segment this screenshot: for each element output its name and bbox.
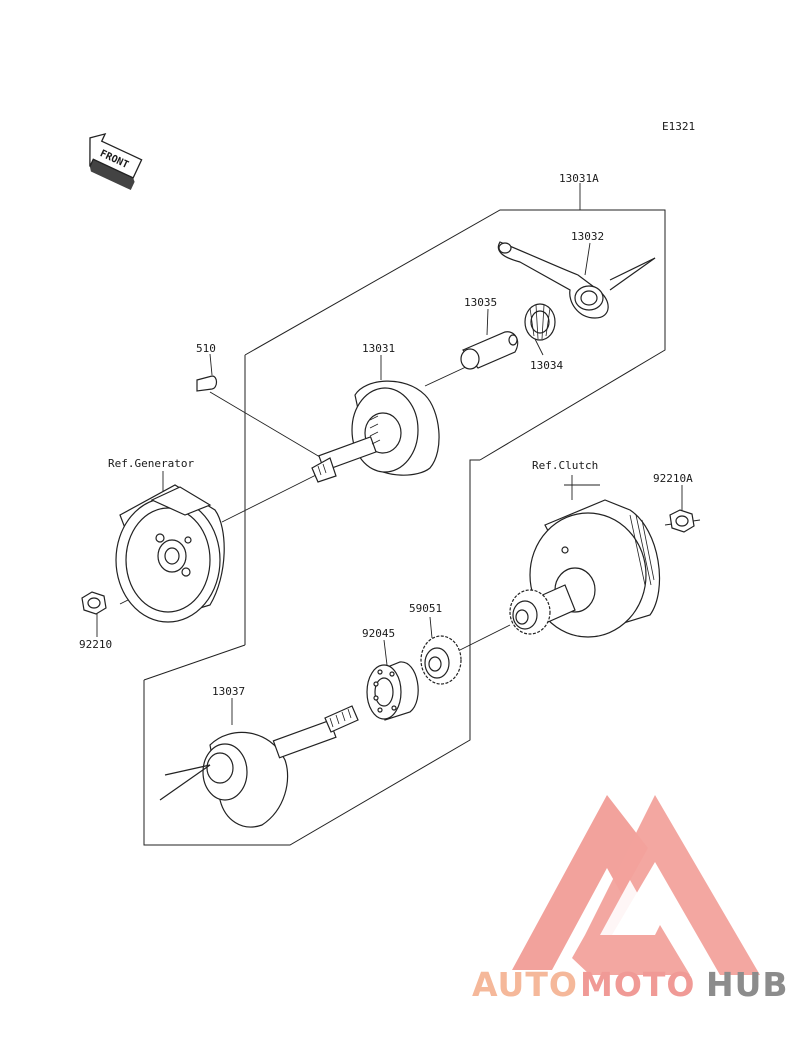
clutch-assembly: [519, 499, 661, 638]
label-13035: 13035: [464, 296, 497, 309]
part-labels: 13031A 13032 13035 13034 13031 510 Ref.G…: [79, 172, 693, 698]
label-13037: 13037: [212, 685, 245, 698]
watermark-triangle-right: [572, 795, 760, 975]
label-92210A: 92210A: [653, 472, 693, 485]
label-92210: 92210: [79, 638, 112, 651]
connecting-rod-13032: [497, 241, 656, 319]
crankshaft-13031: [311, 380, 440, 483]
watermark-triangle-left: [512, 795, 648, 970]
watermark-auto: AUTO: [472, 965, 578, 1004]
watermark-hub: HUB: [706, 965, 789, 1004]
watermark-text: AUTO MOTO HUB: [472, 965, 789, 1004]
label-92045: 92045: [362, 627, 395, 640]
label-13031: 13031: [362, 342, 395, 355]
lower-assembly-outline: [143, 459, 480, 846]
primary-gear: [509, 589, 551, 635]
generator-rotor: [115, 484, 225, 623]
nut-92210A: [669, 509, 695, 533]
label-59051: 59051: [409, 602, 442, 615]
crankshaft-13037: [159, 705, 359, 828]
watermark-logo: [512, 795, 760, 975]
gear-59051: [420, 635, 462, 685]
label-510: 510: [196, 342, 216, 355]
label-ref-generator: Ref.Generator: [108, 457, 194, 470]
woodruff-key-510: [196, 375, 218, 392]
label-13032: 13032: [571, 230, 604, 243]
nut-92210: [81, 591, 107, 615]
crank-pin-13035: [460, 331, 519, 370]
watermark-moto: MOTO: [580, 965, 695, 1004]
upper-assembly-outline: [244, 209, 666, 461]
ball-bearing-92045: [366, 661, 419, 721]
label-13031A: 13031A: [559, 172, 599, 185]
label-ref-clutch: Ref.Clutch: [532, 459, 598, 472]
needle-bearing-13034: [524, 303, 556, 341]
diagram-code: E1321: [662, 120, 695, 133]
front-arrow-icon: FRONT: [89, 132, 143, 191]
label-13034: 13034: [530, 359, 563, 372]
